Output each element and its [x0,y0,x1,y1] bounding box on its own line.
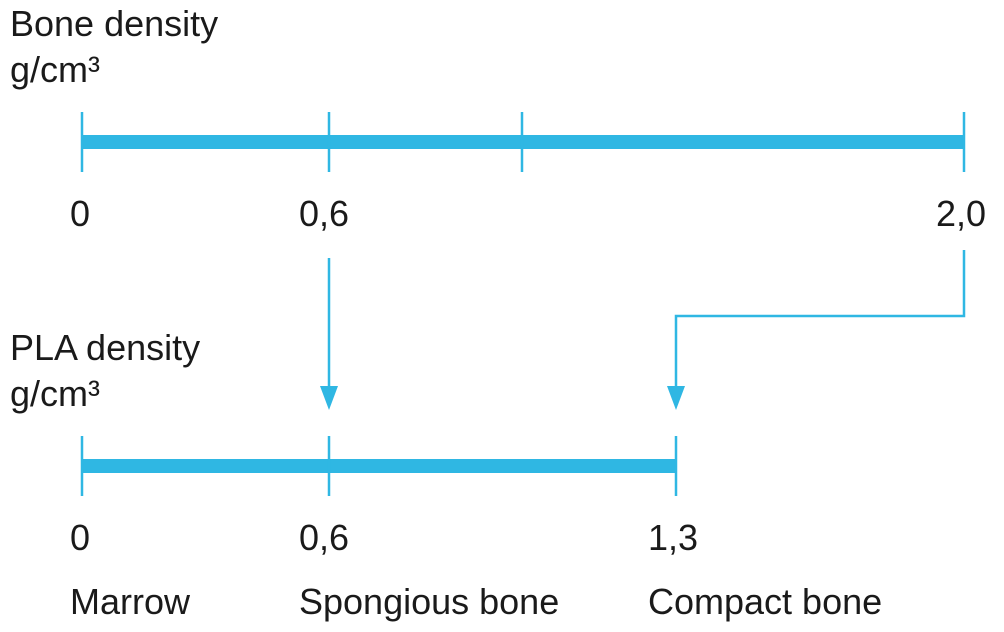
region-marrow: Marrow [70,581,191,622]
pla-density-unit: g/cm³ [10,373,100,414]
pla-label-1-3: 1,3 [648,517,699,558]
region-spongious-bone: Spongious bone [299,581,560,622]
bone-density-title: Bone density [10,3,219,44]
pla-label-0: 0 [70,517,91,558]
bone-label-0-6: 0,6 [299,193,350,234]
arrow-2-0-to-1-3-path [674,250,966,398]
mapping-arrow-spongious [320,258,338,410]
arrow-0-6-head [320,386,338,410]
pla-label-0-6: 0,6 [299,517,350,558]
pla-density-title: PLA density [10,327,201,368]
arrow-2-0-to-1-3-head [667,386,685,410]
region-compact-bone: Compact bone [648,581,883,622]
bone-density-unit: g/cm³ [10,49,100,90]
pla-density-scale [80,436,678,496]
bone-density-scale [80,112,966,172]
mapping-arrow-compact [667,250,966,410]
bone-label-2-0: 2,0 [936,193,987,234]
bone-label-0: 0 [70,193,91,234]
